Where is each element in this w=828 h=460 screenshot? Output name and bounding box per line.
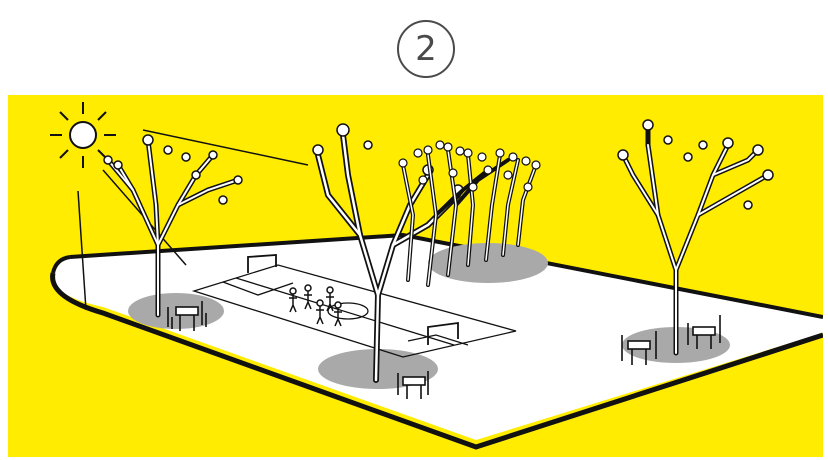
table-with-chairs-icon	[167, 301, 207, 331]
step-number: 2	[415, 29, 437, 69]
soccer-field	[191, 264, 517, 358]
tree-blossoms	[398, 140, 541, 192]
step-number-badge: 2	[397, 20, 455, 78]
goal-icon	[247, 254, 277, 273]
tree-blossoms	[103, 134, 243, 205]
ground-slab	[50, 232, 823, 450]
player-icon	[304, 284, 312, 310]
table-with-chairs-icon	[397, 371, 429, 399]
table-with-chairs-icon	[621, 331, 657, 365]
tree-grove-inner	[402, 149, 537, 286]
tree-blossoms	[617, 119, 774, 210]
tree-icon-inner	[107, 139, 239, 316]
goal-icon	[427, 321, 459, 345]
park-illustration	[8, 95, 823, 457]
player-icon	[326, 286, 334, 312]
player-icon	[334, 301, 342, 327]
player-icon	[316, 299, 324, 325]
tree-icon-inner	[622, 144, 769, 354]
shade-patch	[428, 243, 548, 283]
table-with-chairs-icon	[687, 315, 721, 349]
sun-icon	[50, 102, 116, 168]
player-icon	[289, 287, 297, 313]
players-group	[289, 284, 342, 327]
